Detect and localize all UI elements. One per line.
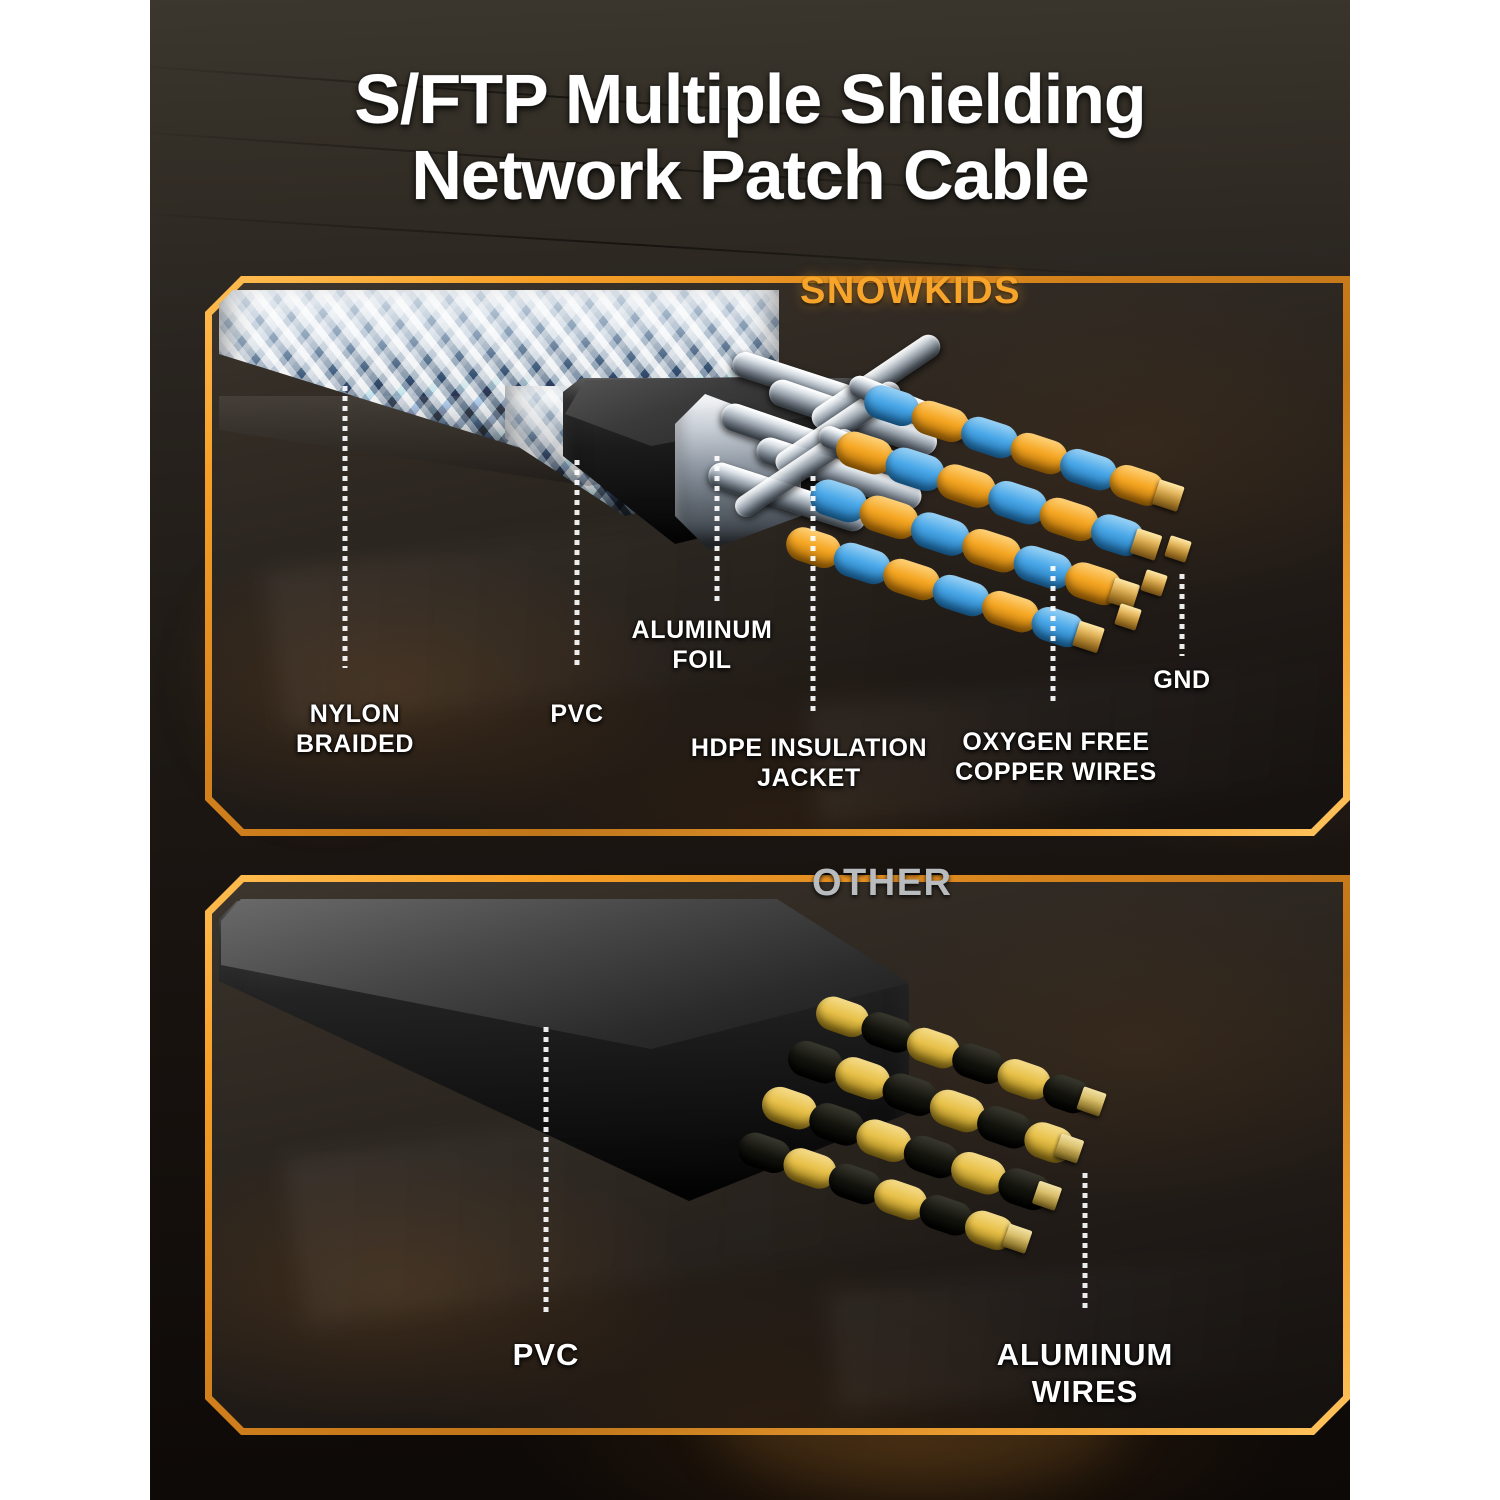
cable-diagram-other [205, 875, 1350, 1435]
title-line-1: S/FTP Multiple Shielding [354, 60, 1147, 138]
page-title: S/FTP Multiple Shielding Network Patch C… [150, 60, 1350, 214]
tag-snowkids: SNOWKIDS [800, 270, 1021, 312]
panel-other: PVC ALUMINUM WIRES [205, 875, 1350, 1435]
callout-hdpe-insulation: HDPE INSULATION JACKET [690, 734, 928, 792]
leader-gnd [1179, 574, 1185, 656]
title-line-2: Network Patch Cable [411, 135, 1090, 214]
callout-pvc: PVC [512, 1337, 580, 1372]
callout-nylon-braided: NYLON BRAIDED [295, 700, 415, 758]
leader-nylon-braided [342, 386, 348, 668]
leader-oxygen-free [1050, 566, 1056, 706]
leader-hdpe [810, 476, 816, 712]
leader-pvc [543, 1027, 549, 1315]
callout-pvc: PVC [550, 700, 604, 728]
tag-other: OTHER [812, 862, 953, 904]
leader-pvc [574, 460, 580, 668]
callout-gnd: GND [1153, 666, 1211, 694]
callout-aluminum-foil: ALUMINUM FOIL [631, 616, 773, 674]
callout-aluminum-wires: ALUMINUM WIRES [996, 1337, 1174, 1409]
panel-snowkids: NYLON BRAIDED PVC ALUMINUM FOIL HDPE INS… [205, 276, 1350, 836]
leader-aluminum-wires [1082, 1173, 1088, 1313]
leader-aluminum-foil [714, 456, 720, 606]
callout-oxygen-free-copper: OXYGEN FREE COPPER WIRES [955, 728, 1157, 786]
